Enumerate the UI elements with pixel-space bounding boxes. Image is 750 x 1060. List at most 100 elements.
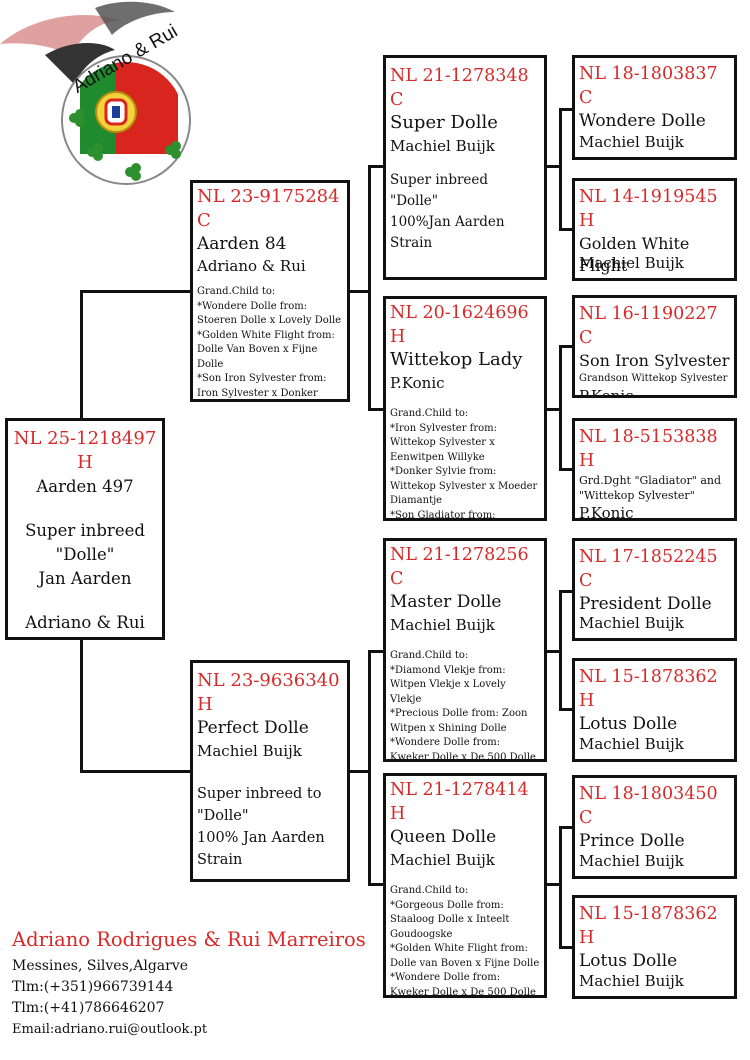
sire-name: Aarden 84 — [197, 234, 287, 254]
sss-ring: NL 18-1803837 C — [579, 64, 718, 108]
sds-sub: Grandson Wittekop Sylvester — [579, 373, 728, 384]
sire-dam-card: NL 20-1624696 H Wittekop Lady P.Konic Gr… — [383, 296, 547, 521]
ddd-name: Lotus Dolle — [579, 951, 678, 971]
connector — [559, 590, 573, 593]
sdd-sub: Grd.Dght "Gladiator" and "Wittekop Sylve… — [579, 474, 722, 502]
connector — [80, 640, 83, 772]
sire-ring: NL 23-9175284 C — [197, 186, 340, 231]
ddd-card: NL 15-1878362 H Lotus Dolle Machiel Buij… — [572, 895, 737, 999]
connector — [368, 165, 384, 168]
connector — [559, 108, 562, 230]
dd-ring: NL 21-1278414 H — [390, 780, 529, 824]
dam-card: NL 23-9636340 H Perfect Dolle Machiel Bu… — [190, 660, 350, 882]
contact-email[interactable]: Email:adriano.rui@outlook.pt — [12, 1022, 208, 1037]
dds-card: NL 18-1803450 C Prince Dolle Machiel Bui… — [572, 775, 737, 879]
contact-phone-1: Tlm:(+351)966739144 — [12, 979, 174, 995]
connector — [559, 108, 573, 111]
connector — [559, 468, 573, 471]
dam-notes: Super inbreed to "Dolle" 100% Jan Aarden… — [197, 786, 325, 868]
sd-ring: NL 20-1624696 H — [390, 303, 529, 347]
subject-ring: NL 25-1218497 H — [13, 428, 157, 473]
dds-ring: NL 18-1803450 C — [579, 784, 718, 828]
connector — [546, 650, 560, 653]
sds-name: Son Iron Sylvester — [579, 351, 730, 370]
sire-card: NL 23-9175284 C Aarden 84 Adriano & Rui … — [190, 180, 350, 402]
dd-name: Queen Dolle — [390, 827, 497, 847]
connector — [559, 708, 573, 711]
sss-owner: Machiel Buijk — [579, 133, 684, 151]
ds-notes: Grand.Child to: *Diamond Vlekje from: Wi… — [390, 650, 536, 762]
dds-name: Prince Dolle — [579, 831, 685, 851]
subject-card: NL 25-1218497 H Aarden 497 Super inbreed… — [5, 418, 165, 640]
dsd-ring: NL 15-1878362 H — [579, 667, 718, 711]
ssd-owner: Machiel Buijk — [579, 254, 684, 272]
ddd-owner: Machiel Buijk — [579, 972, 684, 990]
sd-notes: Grand.Child to: *Iron Sylvester from: Wi… — [390, 408, 538, 521]
dss-name: President Dolle — [579, 594, 712, 614]
ss-notes: Super inbreed "Dolle" 100%Jan Aarden Str… — [390, 172, 505, 251]
dsd-name: Lotus Dolle — [579, 714, 678, 734]
contact-address: Messines, Silves,Algarve — [12, 958, 189, 974]
connector — [559, 345, 573, 348]
subject-name: Aarden 497 — [36, 477, 134, 496]
connector — [80, 290, 83, 418]
dam-dam-card: NL 21-1278414 H Queen Dolle Machiel Buij… — [383, 773, 547, 998]
dam-ring: NL 23-9636340 H — [197, 670, 340, 715]
sire-owner: Adriano & Rui — [197, 257, 306, 275]
contact-phone-2: Tlm:(+41)786646207 — [12, 1000, 165, 1016]
sire-sire-card: NL 21-1278348 C Super Dolle Machiel Buij… — [383, 55, 547, 280]
connector — [559, 590, 562, 710]
sire-notes: Grand.Child to: *Wondere Dolle from: Sto… — [197, 286, 342, 399]
sdd-card: NL 18-5153838 H Grd.Dght "Gladiator" and… — [572, 418, 737, 521]
connector — [80, 290, 190, 293]
subject-notes: Super inbreed "Dolle" Jan Aarden — [25, 521, 145, 588]
sss-name: Wondere Dolle — [579, 111, 706, 131]
connector — [559, 826, 573, 829]
sds-card: NL 16-1190227 C Son Iron Sylvester Grand… — [572, 295, 737, 398]
connector — [559, 946, 573, 949]
dam-owner: Machiel Buijk — [197, 742, 302, 760]
dam-name: Perfect Dolle — [197, 718, 309, 738]
ds-owner: Machiel Buijk — [390, 616, 495, 634]
club-logo: Adriano & Rui — [0, 0, 200, 199]
connector — [368, 650, 384, 653]
connector — [546, 883, 560, 886]
contact-block: Adriano Rodrigues & Rui Marreiros Messin… — [12, 928, 366, 1040]
sdd-owner: P.Konic — [579, 504, 634, 521]
connector — [80, 770, 190, 773]
subject-owner: Adriano & Rui — [25, 613, 145, 632]
connector — [368, 408, 384, 411]
logo-graphic: Adriano & Rui — [0, 1, 191, 185]
clover-icons — [69, 109, 181, 181]
connector — [559, 228, 573, 231]
contact-name: Adriano Rodrigues & Rui Marreiros — [12, 928, 366, 951]
dsd-owner: Machiel Buijk — [579, 735, 684, 753]
dss-card: NL 17-1852245 C President Dolle Machiel … — [572, 538, 737, 641]
dss-owner: Machiel Buijk — [579, 614, 684, 632]
ssd-ring: NL 14-1919545 H — [579, 187, 718, 231]
ss-name: Super Dolle — [390, 112, 498, 133]
sds-owner: P.Konic — [579, 387, 634, 398]
ssd-card: NL 14-1919545 H Golden White Flight Mach… — [572, 178, 737, 281]
ss-ring: NL 21-1278348 C — [390, 66, 529, 110]
sss-card: NL 18-1803837 C Wondere Dolle Machiel Bu… — [572, 55, 737, 160]
sds-ring: NL 16-1190227 C — [579, 304, 718, 348]
sd-owner: P.Konic — [390, 374, 445, 392]
ds-ring: NL 21-1278256 C — [390, 545, 529, 589]
connector — [368, 883, 384, 886]
connector — [559, 345, 562, 470]
dd-notes: Grand.Child to: *Gorgeous Dolle from: St… — [390, 885, 540, 998]
dam-sire-card: NL 21-1278256 C Master Dolle Machiel Bui… — [383, 538, 547, 762]
dsd-card: NL 15-1878362 H Lotus Dolle Machiel Buij… — [572, 658, 737, 762]
connector — [368, 165, 371, 410]
ss-owner: Machiel Buijk — [390, 137, 495, 155]
ssd-name: Golden White Flight — [579, 234, 690, 275]
dds-owner: Machiel Buijk — [579, 852, 684, 870]
connector — [546, 165, 560, 168]
connector — [559, 826, 562, 948]
ds-name: Master Dolle — [390, 592, 502, 612]
sdd-ring: NL 18-5153838 H — [579, 427, 718, 471]
connector — [546, 408, 560, 411]
connector — [349, 290, 369, 293]
connector — [349, 770, 369, 773]
